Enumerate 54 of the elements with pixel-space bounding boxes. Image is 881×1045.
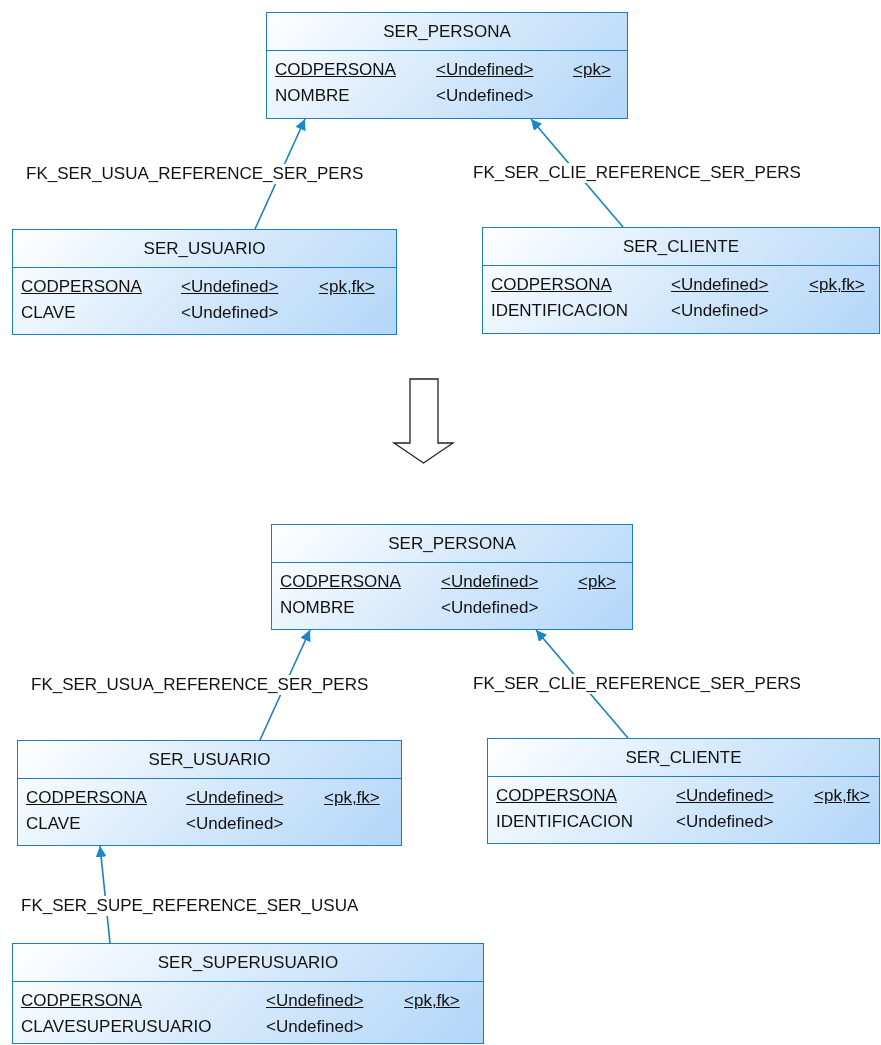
data-type: <Undefined> bbox=[181, 302, 279, 324]
column-name: NOMBRE bbox=[275, 85, 350, 107]
data-type: <Undefined> bbox=[436, 59, 534, 81]
entity-table bbox=[17, 740, 402, 846]
entity-table bbox=[12, 943, 484, 1044]
data-type: <Undefined> bbox=[186, 813, 284, 835]
column-name: IDENTIFICACION bbox=[496, 811, 633, 833]
column-name: CLAVE bbox=[21, 302, 76, 324]
column-name: CODPERSONA bbox=[275, 59, 396, 81]
edge-label: FK_SER_CLIE_REFERENCE_SER_PERS bbox=[472, 674, 802, 694]
data-type: <Undefined> bbox=[676, 785, 774, 807]
column-name: IDENTIFICACION bbox=[491, 300, 628, 322]
data-type: <Undefined> bbox=[671, 300, 769, 322]
key-marker: <pk,fk> bbox=[809, 274, 865, 296]
data-type: <Undefined> bbox=[186, 787, 284, 809]
edge-label: FK_SER_SUPE_REFERENCE_SER_USUA bbox=[20, 896, 360, 916]
data-type: <Undefined> bbox=[436, 85, 534, 107]
data-type: <Undefined> bbox=[181, 276, 279, 298]
column-name: CODPERSONA bbox=[280, 571, 401, 593]
edge-label: FK_SER_USUA_REFERENCE_SER_PERS bbox=[25, 164, 365, 184]
entity-table bbox=[482, 227, 880, 334]
column-name: CODPERSONA bbox=[21, 990, 142, 1012]
column-name: CODPERSONA bbox=[491, 274, 612, 296]
data-type: <Undefined> bbox=[441, 571, 539, 593]
column-name: CLAVESUPERUSUARIO bbox=[21, 1016, 212, 1038]
column-name: CODPERSONA bbox=[21, 276, 142, 298]
edge-label: FK_SER_CLIE_REFERENCE_SER_PERS bbox=[472, 163, 802, 183]
table-title: SER_USUARIO bbox=[18, 741, 401, 779]
entity-table bbox=[487, 738, 880, 844]
entity-table bbox=[266, 12, 628, 119]
key-marker: <pk,fk> bbox=[404, 990, 460, 1012]
table-title: SER_PERSONA bbox=[267, 13, 627, 51]
key-marker: <pk,fk> bbox=[319, 276, 375, 298]
column-name: NOMBRE bbox=[280, 597, 355, 619]
table-title: SER_CLIENTE bbox=[488, 739, 879, 777]
entity-table bbox=[12, 229, 397, 335]
data-type: <Undefined> bbox=[671, 274, 769, 296]
table-title: SER_CLIENTE bbox=[483, 228, 879, 266]
key-marker: <pk,fk> bbox=[324, 787, 380, 809]
table-title: SER_USUARIO bbox=[13, 230, 396, 268]
key-marker: <pk> bbox=[573, 59, 611, 81]
column-name: CODPERSONA bbox=[496, 785, 617, 807]
data-type: <Undefined> bbox=[266, 1016, 364, 1038]
table-title: SER_PERSONA bbox=[272, 525, 632, 563]
data-type: <Undefined> bbox=[676, 811, 774, 833]
data-type: <Undefined> bbox=[441, 597, 539, 619]
entity-table bbox=[271, 524, 633, 630]
table-title: SER_SUPERUSUARIO bbox=[13, 944, 483, 982]
edge-label: FK_SER_USUA_REFERENCE_SER_PERS bbox=[30, 675, 370, 695]
column-name: CLAVE bbox=[26, 813, 81, 835]
data-type: <Undefined> bbox=[266, 990, 364, 1012]
key-marker: <pk> bbox=[578, 571, 616, 593]
column-name: CODPERSONA bbox=[26, 787, 147, 809]
key-marker: <pk,fk> bbox=[814, 785, 870, 807]
